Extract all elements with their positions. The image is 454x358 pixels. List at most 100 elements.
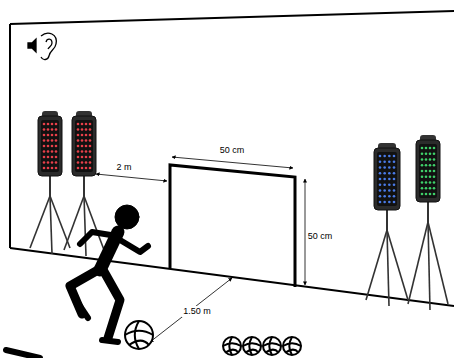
led-dot [383,189,386,192]
led-dot [77,145,80,148]
led-dot [393,189,396,192]
led-dot [433,147,436,150]
led-dot [77,156,80,159]
tripod-leg [366,230,387,300]
led-dot [51,150,54,153]
led-dot [379,189,382,192]
ball-seam [289,337,292,355]
ball-seam [243,343,261,346]
led-dot [89,161,92,164]
ball-outline [283,337,301,355]
ball-seam [229,337,232,355]
player-foot [76,300,88,318]
led-dot [85,139,88,142]
led-dot [425,187,428,190]
led-dot [51,161,54,164]
ball [263,337,281,355]
led-dot [383,183,386,186]
led-dot [433,175,436,178]
led-dot [43,156,46,159]
led-dot [429,147,432,150]
led-dot [47,167,50,170]
led-dot [421,152,424,155]
light-device [366,143,408,306]
led-dot [89,145,92,148]
ball-seam [266,350,279,353]
led-dot [85,156,88,159]
led-dot [81,167,84,170]
led-dot [383,155,386,158]
led-dot [55,161,58,164]
ball [223,337,241,355]
led-dot [383,172,386,175]
dimension-label: 1.50 m [182,306,212,317]
led-dot [421,147,424,150]
led-dot [89,156,92,159]
led-dot [433,187,436,190]
player-arm [80,232,117,244]
device-panel [41,120,59,172]
led-dot [85,123,88,126]
led-dot [81,123,84,126]
led-dot [429,170,432,173]
led-dot [51,134,54,137]
led-dot [47,156,50,159]
ball-outline [223,337,241,355]
dimension-line [150,278,232,342]
led-dot [51,128,54,131]
led-dot [85,134,88,137]
wall-top-line [10,11,454,24]
led-dot [425,147,428,150]
dimension-label: 50 cm [307,231,334,242]
led-dot [429,164,432,167]
led-dot [81,134,84,137]
led-dot [55,150,58,153]
device-body [374,148,400,210]
led-dot [388,155,391,158]
led-dot [393,201,396,204]
led-dot [393,183,396,186]
led-dot [77,128,80,131]
ball-seam [246,350,259,353]
led-dot [429,152,432,155]
goal-frame [170,165,295,287]
led-dot [89,128,92,131]
sound-icon [28,33,56,59]
ball-seam [269,337,272,355]
led-dot [43,134,46,137]
led-dot [421,158,424,161]
player-arm [120,240,148,252]
tripod-leg [387,230,389,306]
dimension-line [172,157,293,168]
led-dot [77,123,80,126]
led-dot [393,195,396,198]
device-panel [419,144,437,198]
led-dot [47,134,50,137]
led-dot [379,166,382,169]
led-dot [85,145,88,148]
device-panel [75,120,93,172]
ball-seam [125,331,153,335]
led-dot [55,139,58,142]
device-panel [377,152,397,206]
led-dot [383,166,386,169]
led-dot [433,152,436,155]
led-dot [51,156,54,159]
ball-seam [223,343,241,346]
ball [125,321,153,349]
led-dot [51,123,54,126]
led-dot [81,128,84,131]
ball-outline [125,321,153,349]
led-dot [393,155,396,158]
led-dot [393,166,396,169]
led-dot [383,160,386,163]
ball-outline [243,337,261,355]
light-devices [30,111,448,310]
led-dot [89,123,92,126]
led-dot [421,187,424,190]
led-dot [429,158,432,161]
led-dot [388,166,391,169]
balls [125,321,301,355]
led-dot [425,170,428,173]
